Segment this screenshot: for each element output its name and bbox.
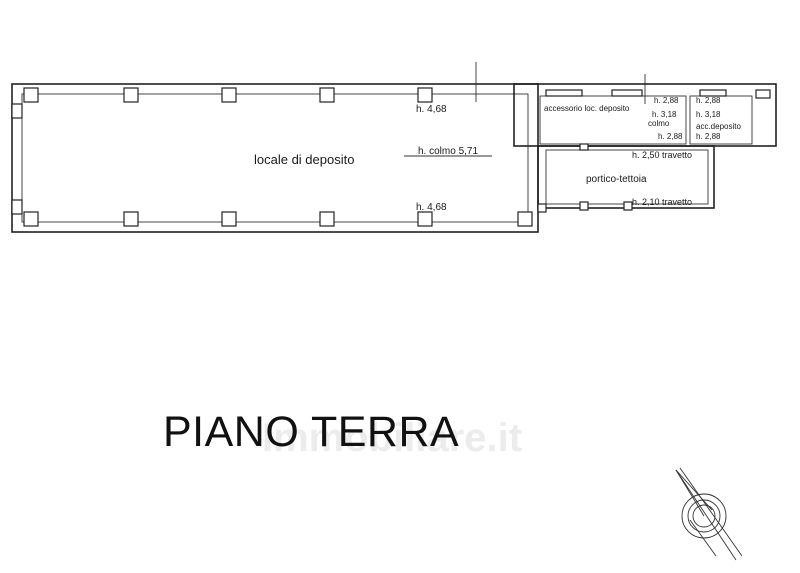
- north-arrow-icon: [675, 467, 743, 561]
- room-label-accessory: accessorio loc. deposito: [544, 104, 630, 113]
- height-label: h. 2,88: [654, 96, 679, 105]
- height-label: h. 2,88: [658, 132, 683, 141]
- watermark: Immobiliare.it: [262, 416, 523, 460]
- height-label: h. 2,50 travetto: [632, 150, 692, 160]
- height-label: h. 4,68: [416, 104, 447, 115]
- ridge-height-label: h. colmo 5,71: [418, 146, 478, 157]
- annex-walls: [513, 83, 777, 213]
- room-label-porch: portico-tettoia: [586, 174, 647, 185]
- height-label: h. 4,68: [416, 202, 447, 213]
- main-room-walls: [11, 83, 539, 233]
- height-label: h. 2,10 travetto: [632, 197, 692, 207]
- height-label: h. 3,18: [652, 110, 677, 119]
- height-label: h. 3,18: [696, 110, 721, 119]
- plan-title: PIANO TERRA: [163, 408, 460, 456]
- ridge-word-label: colmo: [648, 119, 670, 128]
- height-label: h. 2,88: [696, 96, 721, 105]
- room-label-acc-deposito: acc.deposito: [696, 122, 741, 131]
- room-label-main: locale di deposito: [254, 152, 354, 167]
- height-label: h. 2,88: [696, 132, 721, 141]
